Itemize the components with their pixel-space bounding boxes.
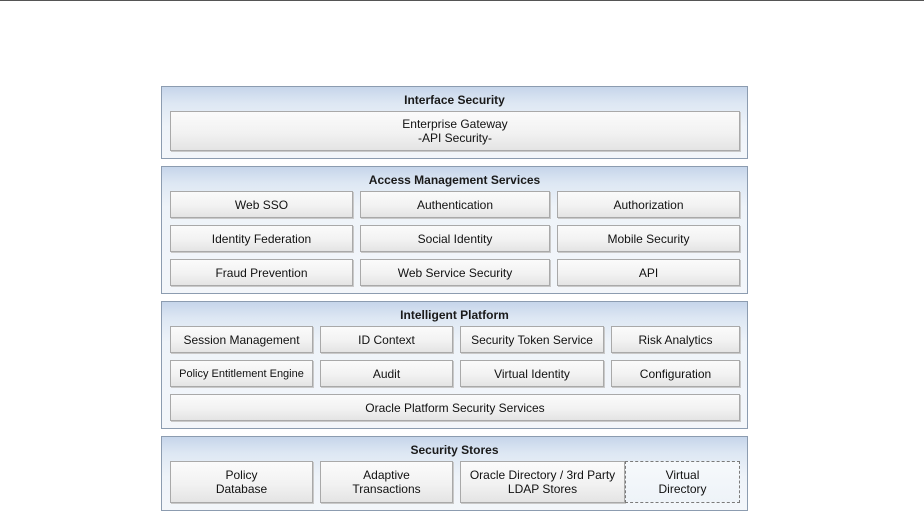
intelligent-platform-layer: Intelligent Platform Session Management …: [161, 301, 748, 429]
identity-federation-box: Identity Federation: [170, 225, 353, 252]
virtual-identity-box: Virtual Identity: [460, 360, 604, 387]
policy-database-box: Policy Database: [170, 461, 313, 503]
social-identity-box: Social Identity: [360, 225, 550, 252]
oracle-platform-security-services-box: Oracle Platform Security Services: [170, 394, 740, 421]
risk-analytics-box: Risk Analytics: [611, 326, 740, 353]
web-sso-box: Web SSO: [170, 191, 353, 218]
ldap-stores-box: Oracle Directory / 3rd Party LDAP Stores: [460, 461, 625, 503]
authorization-box: Authorization: [557, 191, 740, 218]
configuration-box: Configuration: [611, 360, 740, 387]
authentication-box: Authentication: [360, 191, 550, 218]
id-context-box: ID Context: [320, 326, 453, 353]
mobile-security-box: Mobile Security: [557, 225, 740, 252]
layer-title: Intelligent Platform: [400, 308, 509, 322]
security-token-service-box: Security Token Service: [460, 326, 604, 353]
web-service-security-box: Web Service Security: [360, 259, 550, 286]
access-management-layer: Access Management Services Web SSO Authe…: [161, 166, 748, 294]
security-stores-layer: Security Stores Policy Database Adaptive…: [161, 436, 748, 511]
interface-security-layer: Interface Security Enterprise Gateway -A…: [161, 86, 748, 159]
policy-entitlement-engine-box: Policy Entitlement Engine: [170, 360, 313, 387]
layer-title: Access Management Services: [368, 173, 541, 187]
top-rule: [0, 0, 924, 1]
enterprise-gateway-box: Enterprise Gateway -API Security-: [170, 111, 740, 151]
session-management-box: Session Management: [170, 326, 313, 353]
layer-title: Security Stores: [410, 443, 499, 457]
fraud-prevention-box: Fraud Prevention: [170, 259, 353, 286]
audit-box: Audit: [320, 360, 453, 387]
virtual-directory-box: Virtual Directory: [625, 461, 740, 503]
api-box: API: [557, 259, 740, 286]
layer-title: Interface Security: [404, 93, 505, 107]
adaptive-transactions-box: Adaptive Transactions: [320, 461, 453, 503]
